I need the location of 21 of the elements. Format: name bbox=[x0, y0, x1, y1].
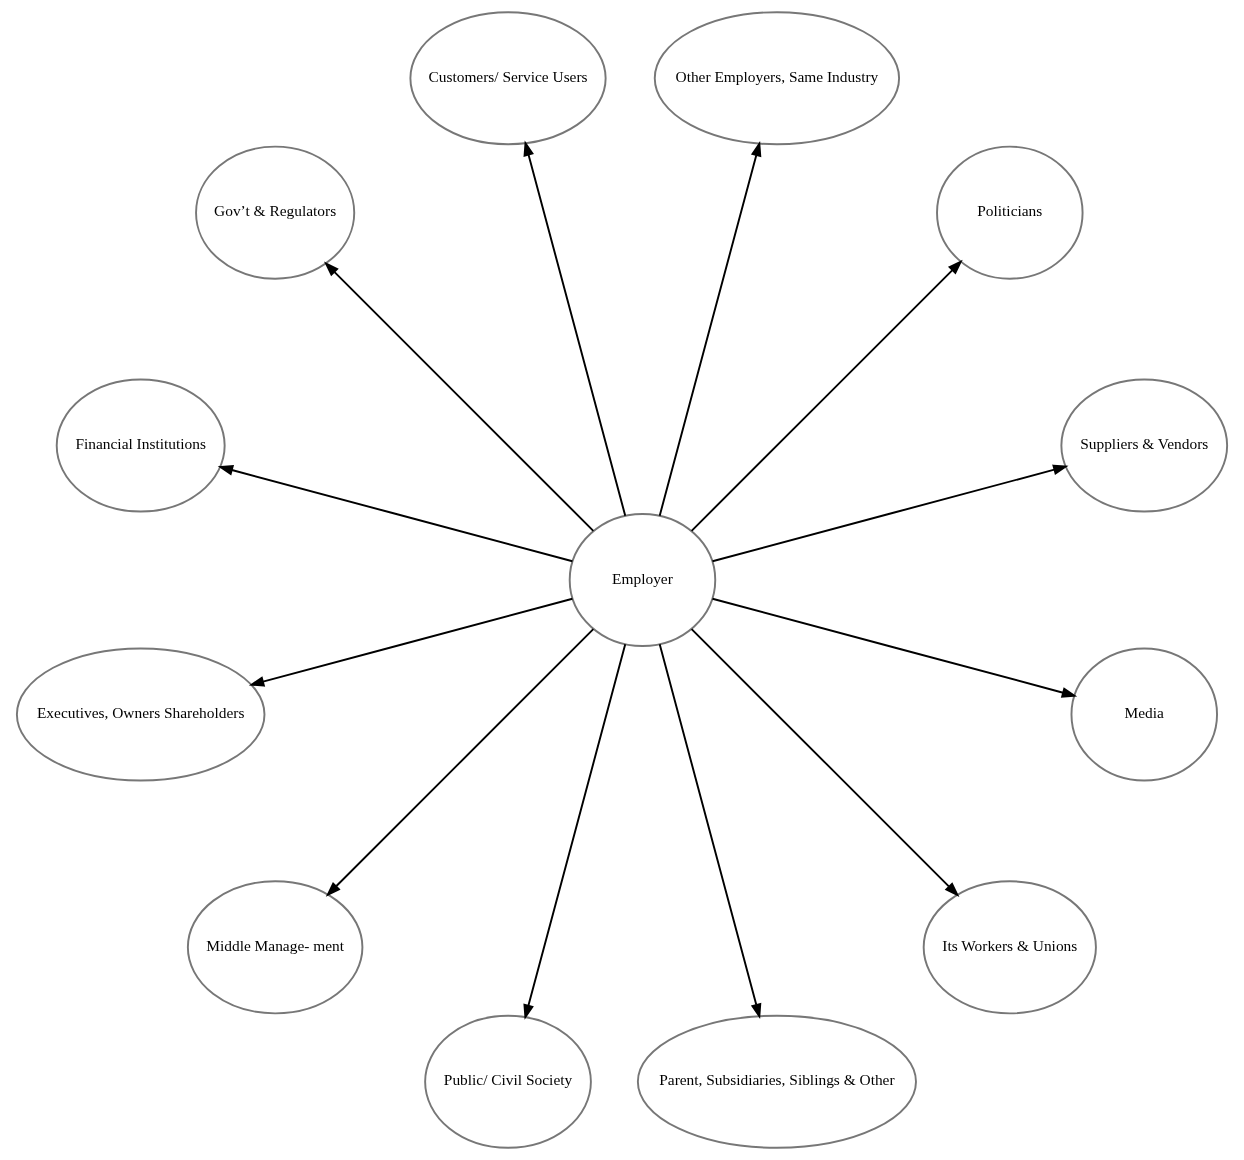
node-ellipse: Financial Institutions bbox=[55, 378, 226, 513]
arrow bbox=[523, 140, 627, 517]
node-circle: Employer bbox=[568, 513, 717, 647]
node-circle: Media bbox=[1070, 647, 1218, 782]
arrow bbox=[690, 628, 960, 897]
node-ellipse: Customers/ Service Users bbox=[409, 11, 607, 146]
arrow bbox=[658, 643, 762, 1019]
arrow bbox=[711, 464, 1069, 563]
node-ellipse: Parent, Subsidiaries, Siblings & Other bbox=[636, 1014, 917, 1149]
node-circle: Politicians bbox=[936, 145, 1084, 280]
node-ellipse: Suppliers & Vendors bbox=[1060, 378, 1229, 513]
arrow bbox=[523, 643, 627, 1020]
arrow bbox=[690, 259, 963, 532]
arrow bbox=[324, 261, 595, 532]
node-ellipse: Public/ Civil Society bbox=[424, 1014, 592, 1149]
arrow bbox=[325, 628, 595, 897]
node-ellipse: Other Employers, Same Industry bbox=[653, 11, 901, 146]
arrow bbox=[711, 597, 1078, 698]
arrow bbox=[248, 597, 574, 687]
arrow bbox=[658, 141, 762, 517]
arrow bbox=[217, 464, 574, 563]
